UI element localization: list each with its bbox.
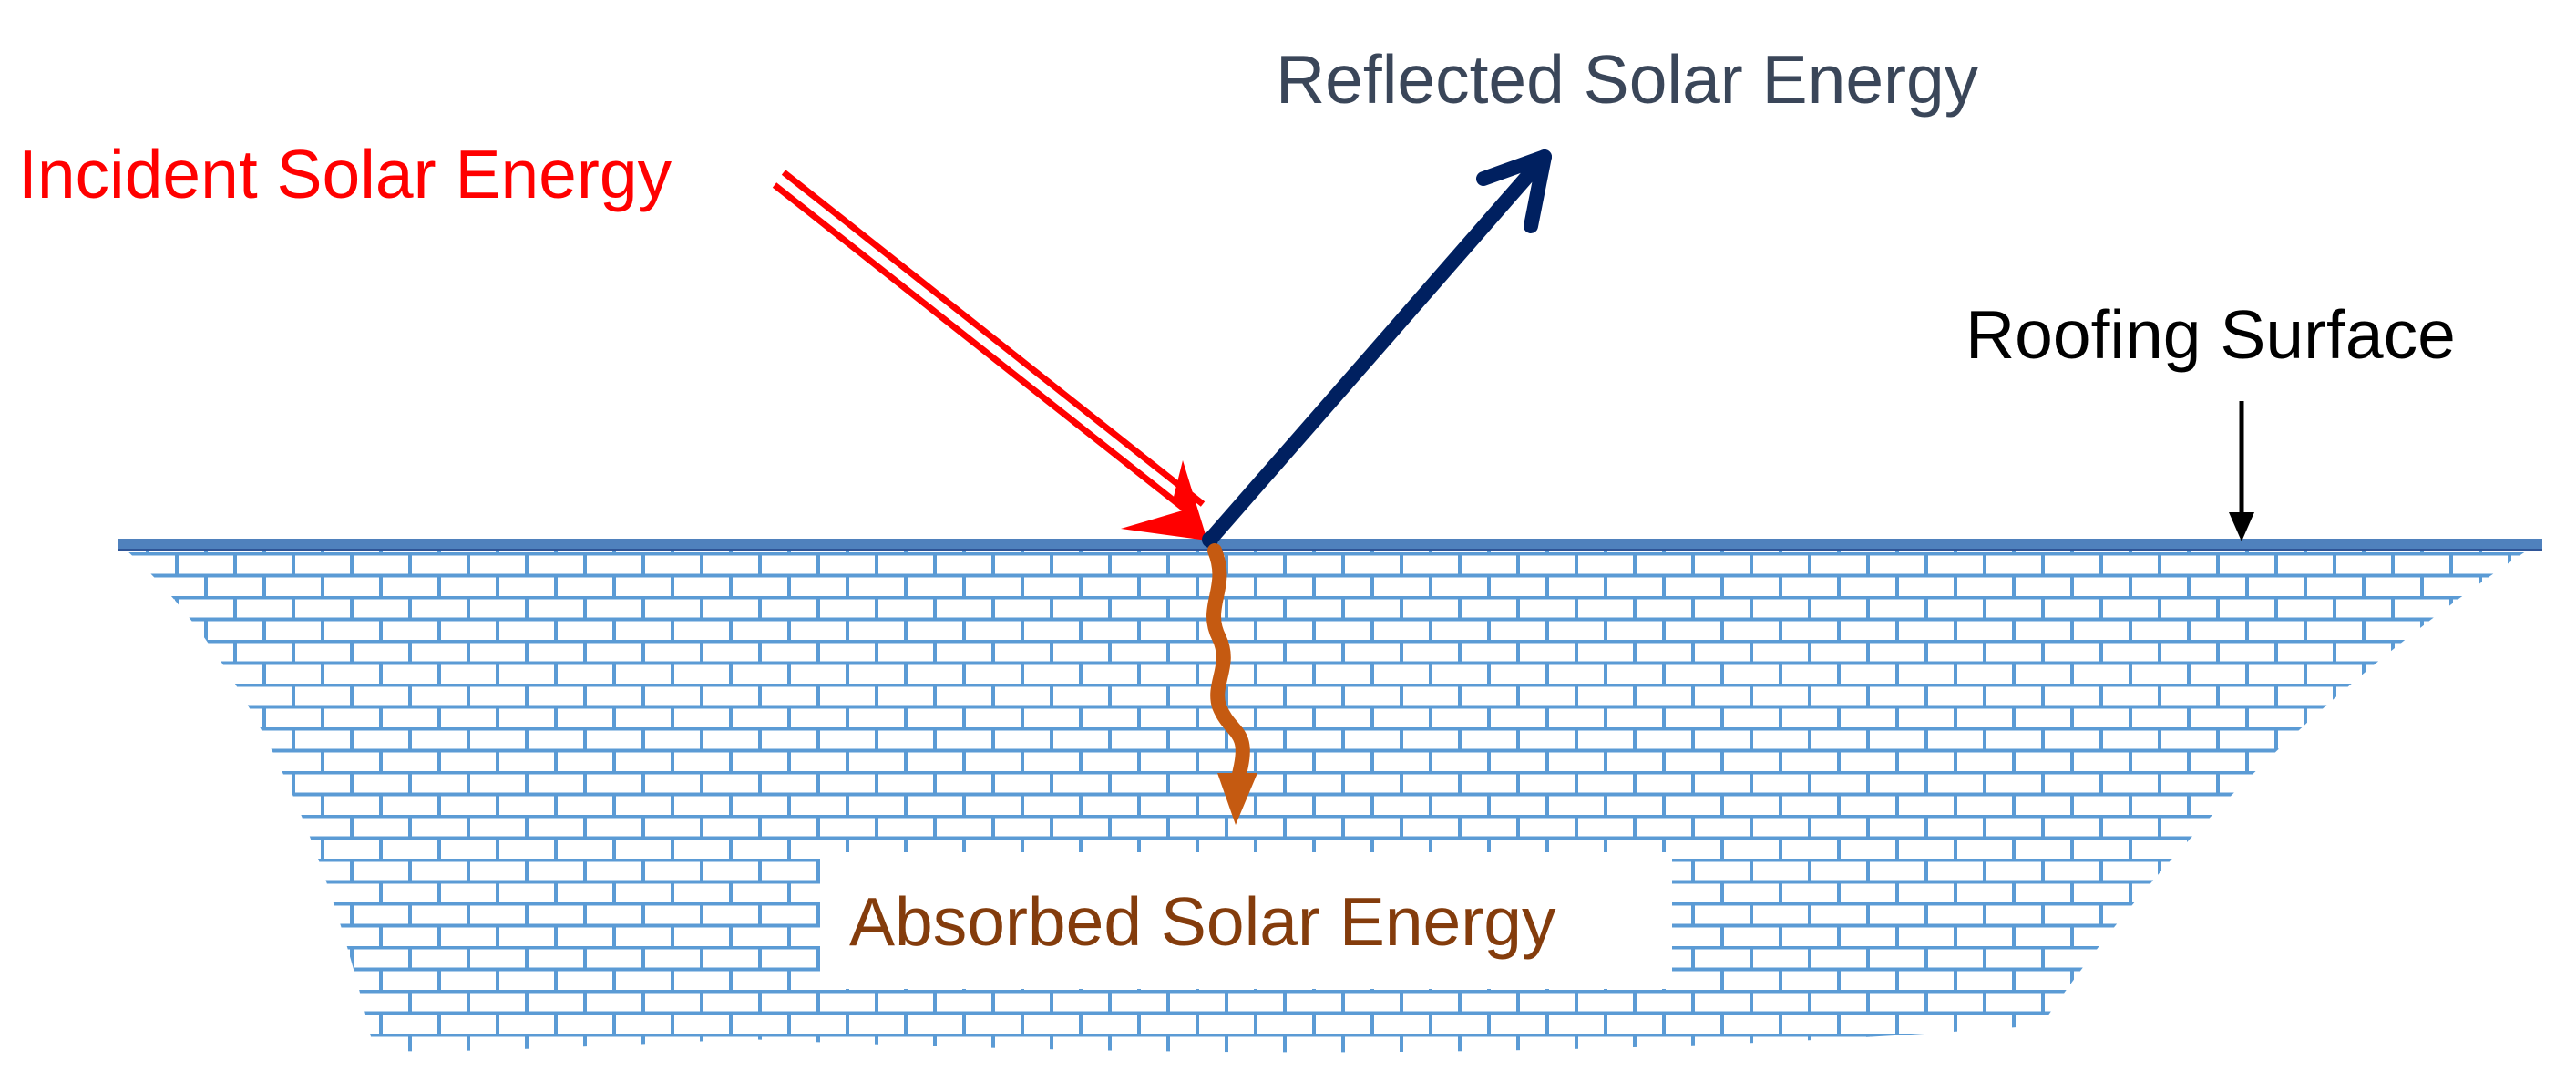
roof-brick-body: [118, 543, 2538, 1053]
absorbed-label-box: [820, 852, 1672, 989]
roofing-label: Roofing Surface: [1965, 296, 2456, 373]
absorbed-arrow-icon: [1206, 543, 1257, 825]
reflected-arrow-icon: [1203, 149, 1552, 547]
incident-label: Incident Solar Energy: [18, 136, 672, 212]
incident-arrow-icon: [772, 170, 1207, 541]
roofing-pointer-icon: [2229, 401, 2254, 541]
absorbed-label: Absorbed Solar Energy: [849, 883, 1556, 960]
reflected-label: Reflected Solar Energy: [1276, 41, 1979, 118]
roofing-surface-layer: [118, 539, 2542, 550]
